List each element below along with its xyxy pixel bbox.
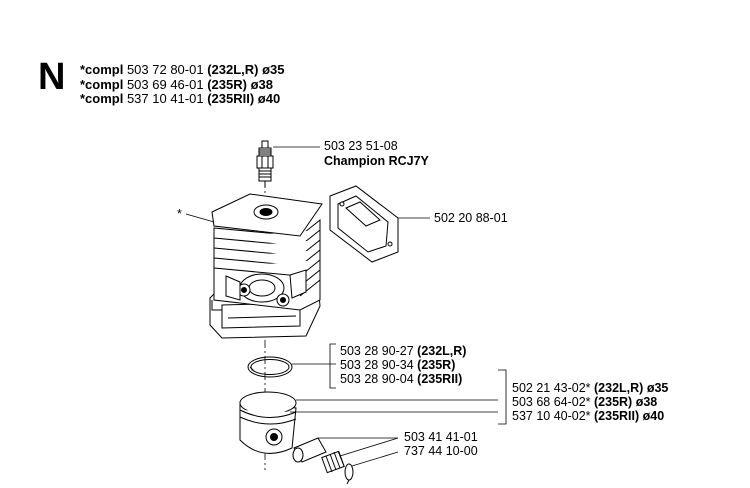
leader-lines [185,146,507,467]
cylinder-asterisk: * [177,207,182,221]
ring-label-3: 503 28 90-04 (235RII) [340,372,463,386]
section-letter: N [38,56,66,98]
spark-plug-label: 503 23 51-08 Champion RCJ7Y [324,139,429,168]
circlip-drawing [344,463,354,485]
circlip-label: 737 44 10-00 [404,444,478,458]
leader-cylinder [185,213,215,223]
gasket-label: 502 20 88-01 [434,211,508,225]
piston-label-2: 503 68 64-02* (235R) ø38 [512,395,658,409]
spark-plug-drawing [256,140,274,187]
piston-bracket [498,369,507,425]
assembly-line-3: *compl 537 10 41-01 (235RII) ø40 [80,91,281,106]
assembly-line-1: *compl 503 72 80-01 (232L,R) ø35 [80,62,285,77]
piston-label-1: 502 21 43-02* (232L,R) ø35 [512,381,669,395]
assembly-line-2: *compl 503 69 46-01 (235R) ø38 [80,76,273,92]
bearing-label: 503 41 41-01 [404,430,478,444]
leader-circlip [351,451,399,467]
ring-label-1: 503 28 90-27 (232L,R) [340,344,467,358]
leader-bearing-2 [339,437,399,457]
ring-bracket [329,343,336,389]
piston-label-3: 537 10 40-02* (235RII) ø40 [512,409,665,423]
gasket-drawing [329,185,399,263]
assembly-header: *compl 503 72 80-01 (232L,R) ø35 *compl … [80,62,285,107]
piston-ring-drawing [247,356,293,378]
cylinder-drawing [209,193,323,339]
piston-pin-drawing [292,437,327,463]
ring-label-2: 503 28 90-34 (235R) [340,358,456,372]
piston-labels: 502 21 43-02* (232L,R) ø35 503 68 64-02*… [512,381,668,423]
piston-drawing [239,391,297,454]
needle-bearing-drawing [321,450,345,474]
piston-ring-labels: 503 28 90-27 (232L,R) 503 28 90-34 (235R… [340,344,466,386]
